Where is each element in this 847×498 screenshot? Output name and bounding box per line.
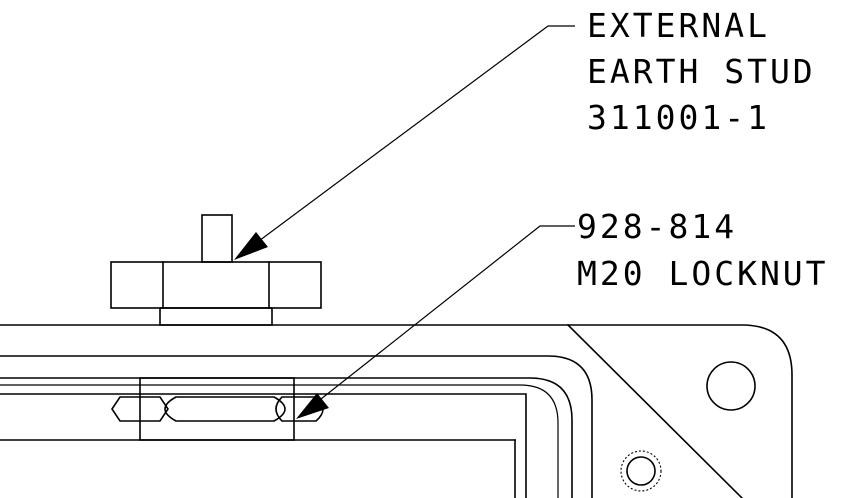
earth-stud-callout-line1: EXTERNAL [587, 6, 770, 45]
earth-stud-leader-line [239, 25, 575, 256]
corner-hole-small [626, 456, 656, 486]
locknut-arrowhead [296, 393, 329, 419]
enclosure-outer-edge [0, 324, 793, 498]
enclosure-inner-edge-2 [0, 377, 573, 498]
corner-hole-large [706, 361, 756, 411]
earth-stud-callout-line2: EARTH STUD [587, 52, 816, 91]
corner-hole-small-dashed [620, 450, 662, 492]
earth-stud [110, 214, 322, 326]
locknut-callout: 928-814 M20 LOCKNUT [577, 207, 829, 293]
locknut [111, 377, 324, 441]
earth-stud-arrowhead [234, 232, 268, 260]
locknut-housing [139, 377, 295, 441]
locknut-leader-line [301, 225, 575, 415]
locknut-leader [296, 225, 575, 419]
enclosure-outline [0, 323, 793, 498]
enclosure-inner-edge-4 [0, 393, 527, 498]
enclosure-inner-edge-3 [0, 384, 559, 498]
corner-diagonal [566, 323, 744, 498]
enclosure-inner-edge-1 [0, 355, 593, 498]
earth-stud-leader [234, 25, 575, 260]
earth-stud-callout: EXTERNAL EARTH STUD 311001-1 [587, 6, 816, 137]
stud-washer [159, 307, 273, 326]
locknut-profile-center [164, 396, 286, 422]
stud-hex-nut [110, 261, 322, 309]
locknut-callout-line1: 928-814 [577, 207, 737, 246]
locknut-profile [111, 396, 169, 422]
earth-stud-callout-line3: 311001-1 [587, 98, 770, 137]
locknut-callout-line2: M20 LOCKNUT [577, 254, 829, 293]
stud-shank [201, 214, 233, 263]
